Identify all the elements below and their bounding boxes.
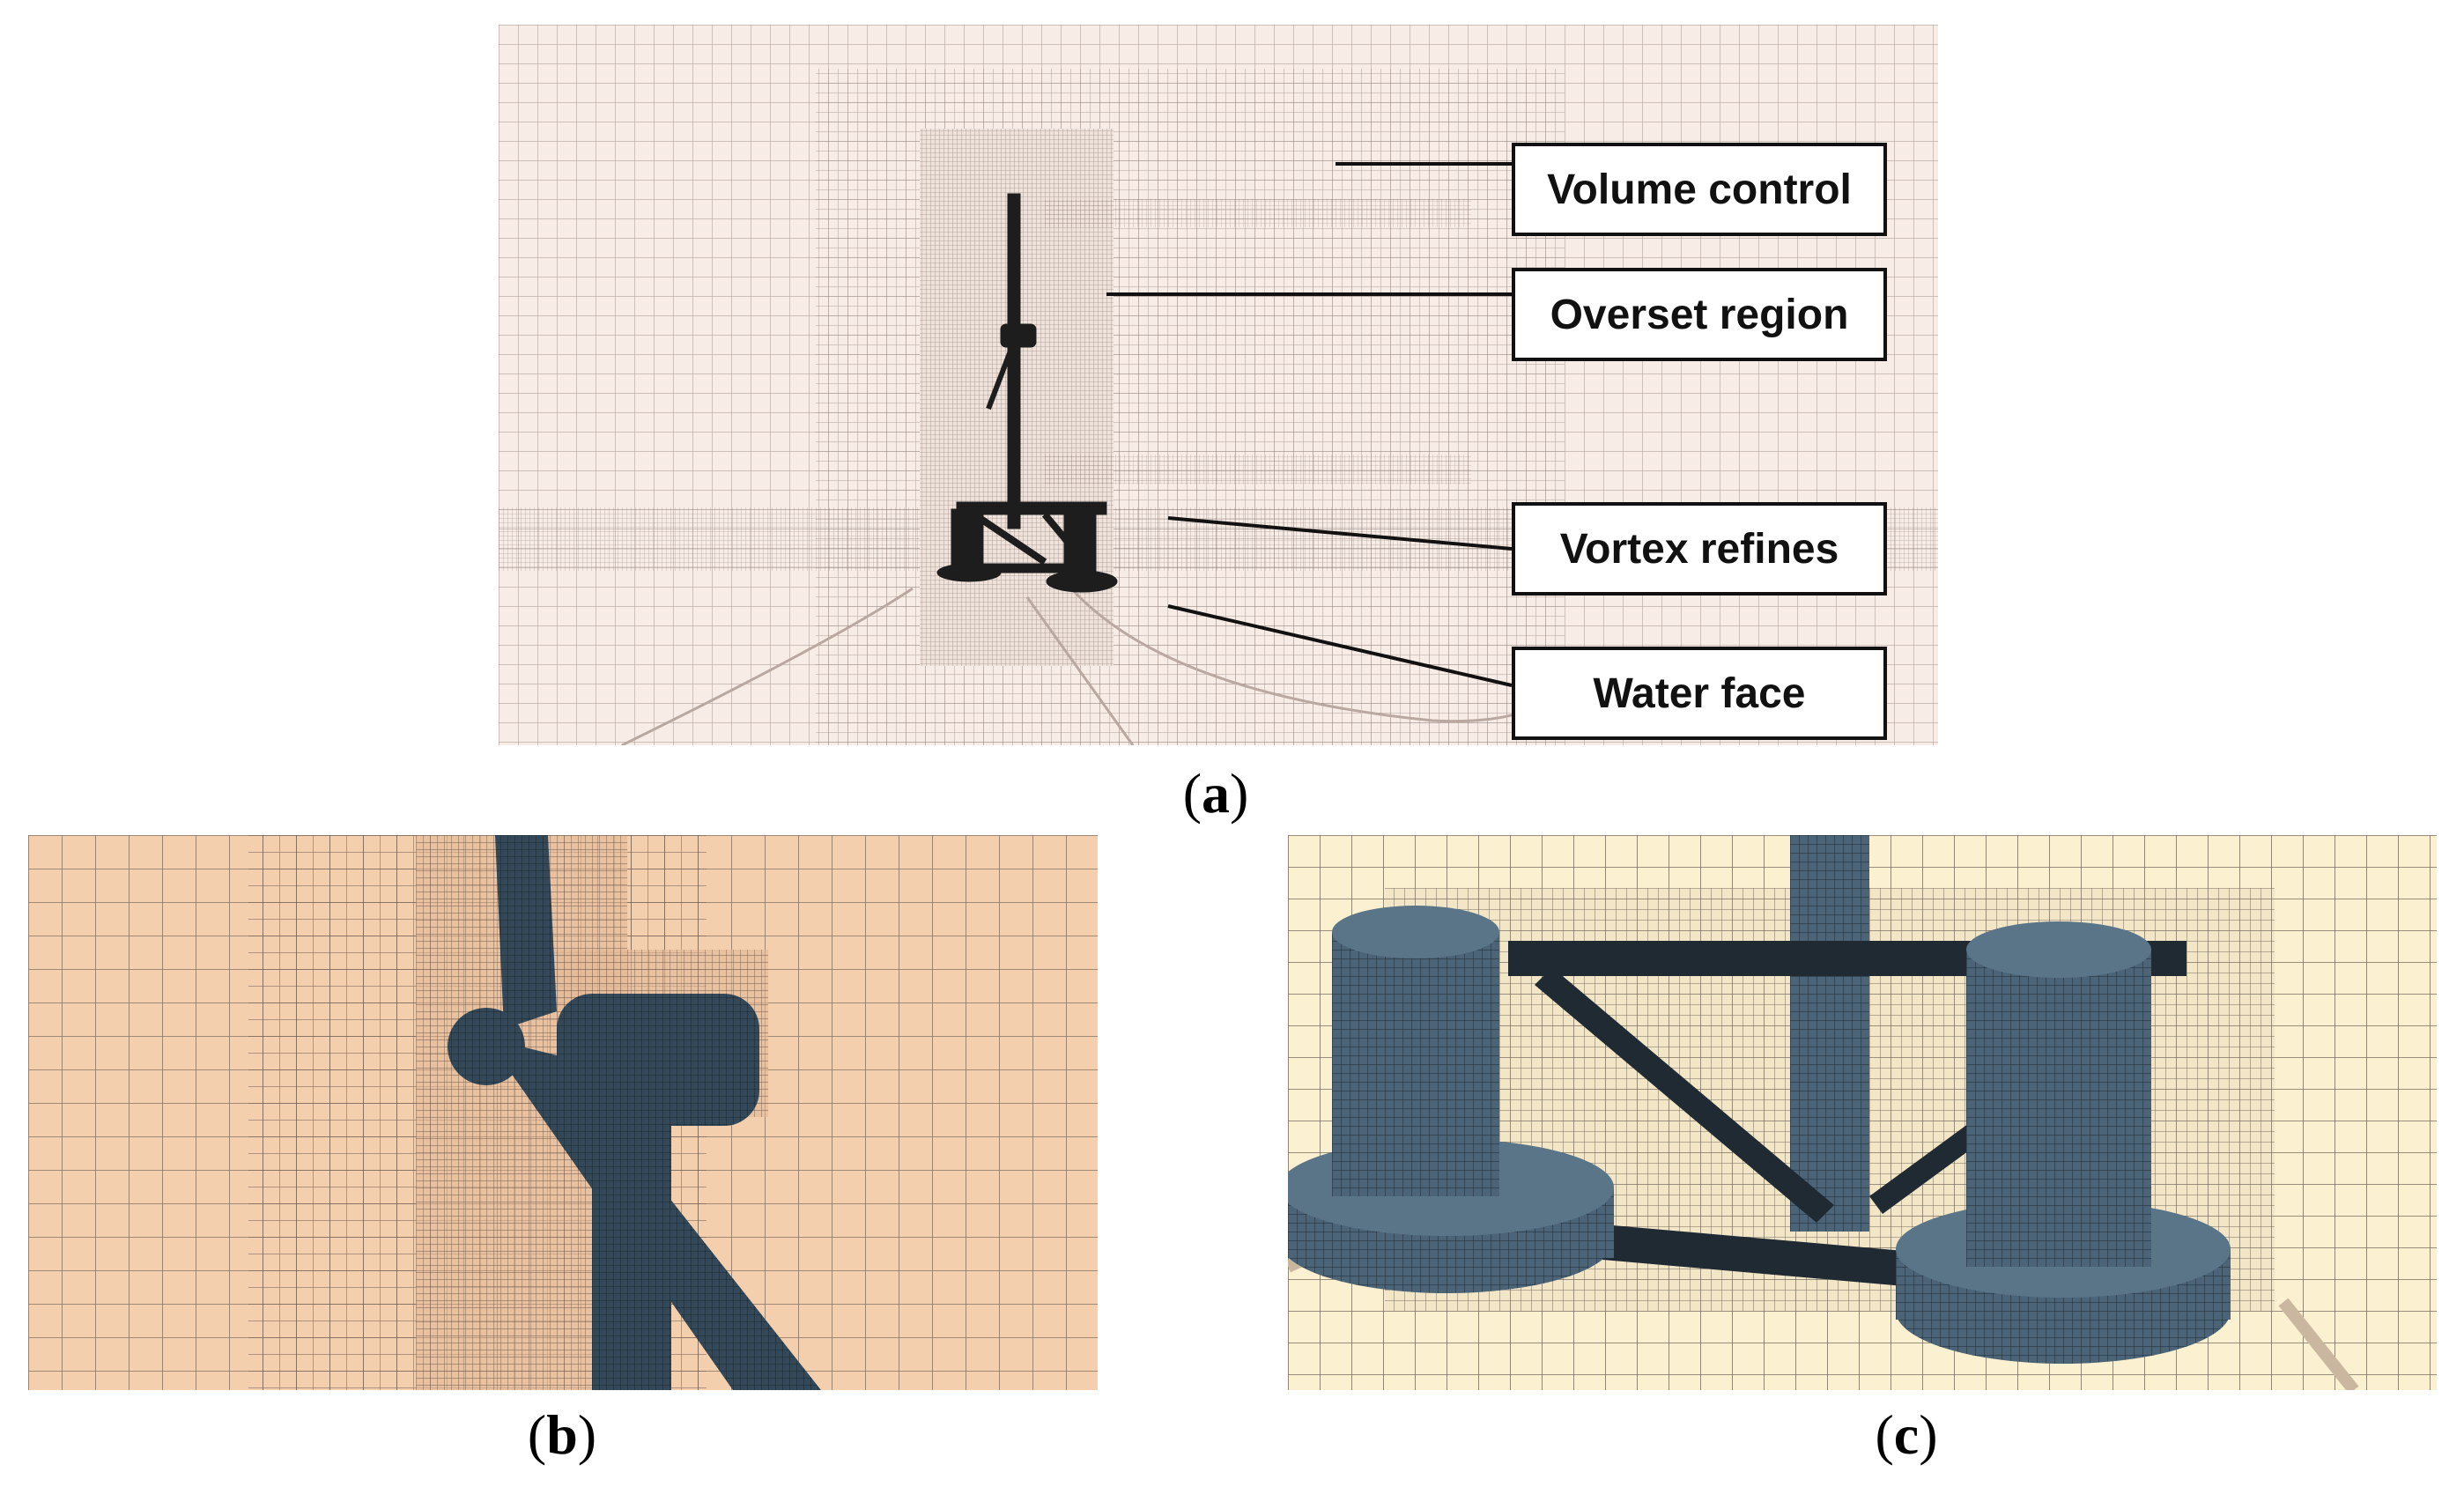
wake-band-upper bbox=[1045, 199, 1471, 227]
caption-a: (a) bbox=[1182, 762, 1249, 825]
panel-c-platform-mesh bbox=[1288, 835, 2437, 1390]
wake-band-lower bbox=[1045, 455, 1471, 485]
water-face-curve-left bbox=[621, 587, 914, 745]
label-water-face: Water face bbox=[1512, 647, 1887, 740]
semi-submersible-platform-mesh bbox=[1288, 835, 2231, 1364]
panel-a-mesh-overview bbox=[499, 25, 1938, 745]
mooring-line-right bbox=[2278, 1298, 2359, 1390]
caption-b: (b) bbox=[527, 1403, 597, 1466]
caption-c: (c) bbox=[1875, 1403, 1938, 1466]
label-vortex-refines: Vortex refines bbox=[1512, 502, 1887, 596]
mesh-overview-figure bbox=[499, 25, 1938, 745]
leader-lines bbox=[1106, 162, 1513, 687]
label-overset-region: Overset region bbox=[1512, 268, 1887, 361]
label-volume-control: Volume control bbox=[1512, 143, 1887, 236]
panel-b-nacelle-mesh bbox=[28, 835, 1098, 1390]
turbine-nacelle-mesh bbox=[448, 835, 821, 1390]
wind-turbine-silhouette bbox=[936, 193, 1118, 593]
